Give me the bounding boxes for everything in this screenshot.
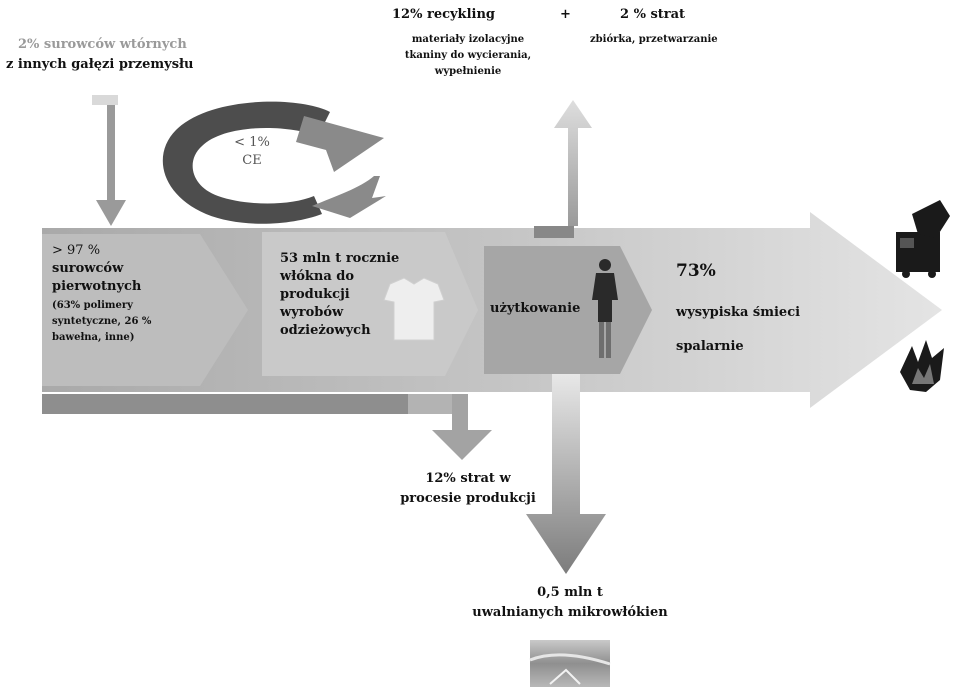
production-line4: wyrobów bbox=[280, 305, 344, 320]
recycle-cycle-icon bbox=[162, 101, 386, 224]
collection-loss-title: 2 % strat bbox=[620, 7, 686, 22]
collection-loss-detail: zbiórka, przetwarzanie bbox=[590, 34, 718, 45]
tshirt-icon bbox=[383, 277, 445, 341]
primary-line5: syntetyczne, 26 % bbox=[52, 316, 152, 327]
landfill-percent: 73% bbox=[676, 261, 716, 281]
primary-line2: surowców bbox=[52, 261, 124, 276]
recycling-detail1: materiały izolacyjne bbox=[411, 34, 525, 45]
cycle-percent: < 1% bbox=[234, 135, 270, 150]
production-line5: odzieżowych bbox=[280, 323, 371, 338]
secondary-materials-line1: 2% surowców wtórnych bbox=[18, 37, 187, 52]
microfibres-line2: uwalnianych mikrowłókien bbox=[472, 605, 668, 620]
recycling-detail3: wypełnienie bbox=[434, 66, 502, 77]
production-loss-line1: 12% strat w bbox=[425, 471, 511, 486]
ocean-icon bbox=[529, 640, 611, 687]
landfill-line1: wysypiska śmieci bbox=[676, 305, 801, 320]
secondary-input-arrow bbox=[96, 105, 126, 226]
microfibres-line1: 0,5 mln t bbox=[537, 585, 603, 600]
production-loss-line2: procesie produkcji bbox=[400, 491, 536, 506]
secondary-materials-line2: z innych gałęzi przemysłu bbox=[6, 57, 194, 72]
production-line3: produkcji bbox=[280, 287, 350, 302]
usage-label: użytkowanie bbox=[490, 301, 581, 316]
cycle-label: CE bbox=[242, 153, 262, 168]
recycling-title: 12% recykling bbox=[392, 7, 495, 22]
production-loss-arrow bbox=[432, 394, 492, 460]
primary-line4: (63% polimery bbox=[52, 300, 133, 311]
primary-line6: bawełna, inne) bbox=[52, 332, 135, 343]
primary-line1: > 97 % bbox=[52, 243, 101, 258]
landfill-line2: spalarnie bbox=[676, 339, 744, 354]
fire-icon bbox=[900, 340, 944, 392]
recycling-plus: + bbox=[560, 7, 571, 22]
landfill-truck-icon bbox=[896, 200, 950, 278]
person-icon bbox=[592, 259, 618, 358]
recycling-detail2: tkaniny do wycierania, bbox=[404, 50, 532, 61]
primary-materials-block bbox=[42, 234, 248, 386]
recycling-up-arrow bbox=[554, 100, 592, 226]
microfibre-down-arrow bbox=[526, 374, 606, 574]
production-line1: 53 mln t rocznie bbox=[280, 251, 400, 266]
primary-line3: pierwotnych bbox=[52, 279, 142, 294]
production-loss-strip bbox=[42, 394, 452, 414]
production-line2: włókna do bbox=[280, 269, 355, 284]
